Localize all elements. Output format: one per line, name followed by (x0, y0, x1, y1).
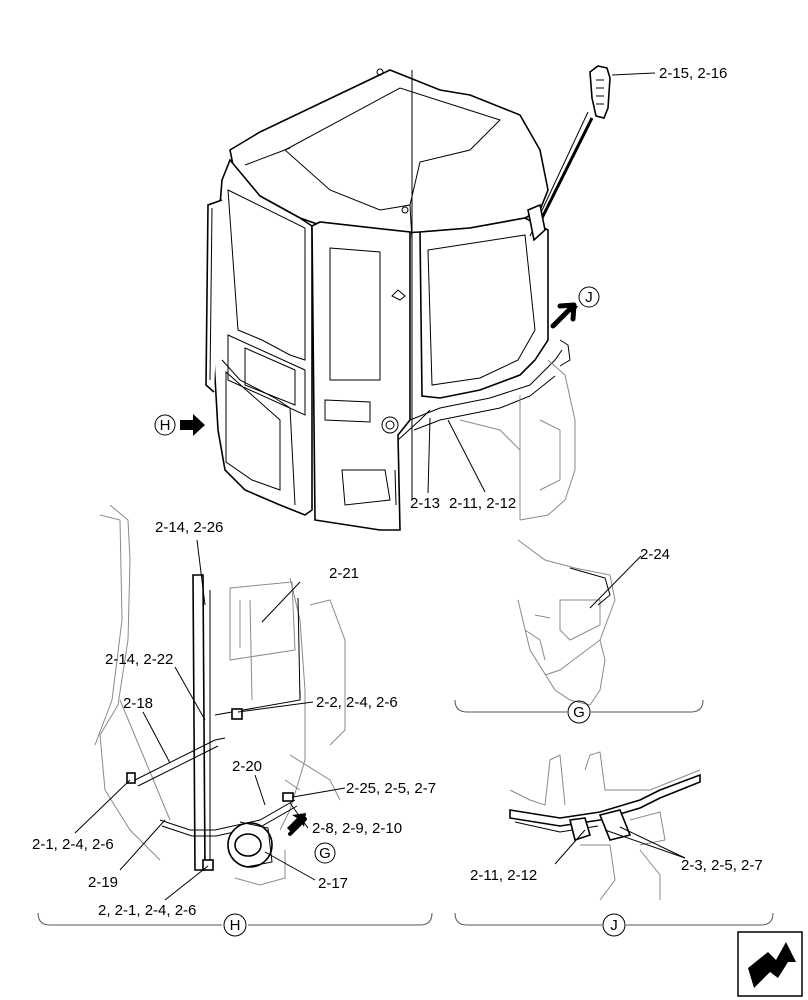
callout-2-14-22: 2-14, 2-22 (105, 651, 173, 668)
svg-text:H: H (160, 417, 171, 434)
view-g-brace: G (454, 699, 704, 724)
callout-2-1: 2-1, 2-4, 2-6 (32, 836, 114, 853)
callout-2-13: 2-13 (410, 495, 440, 512)
door-handle-part (527, 65, 656, 242)
view-h-brace: H (37, 912, 433, 937)
view-h-detail (94, 504, 346, 886)
view-j-brace: J (454, 912, 774, 937)
callout-2-8: 2-8, 2-9, 2-10 (312, 820, 402, 837)
callout-2-11-top: 2-11, 2-12 (449, 495, 516, 512)
callout-2-25: 2-25, 2-5, 2-7 (346, 780, 436, 797)
view-h-leaders (74, 539, 346, 901)
svg-text:H: H (230, 917, 241, 934)
callout-2-18: 2-18 (123, 695, 153, 712)
view-j-detail (509, 751, 701, 901)
callout-2-21: 2-21 (329, 565, 359, 582)
callout-2-2-1: 2, 2-1, 2-4, 2-6 (98, 902, 196, 919)
view-h-indicator: H (154, 414, 205, 436)
callout-2-17: 2-17 (318, 875, 348, 892)
callout-2-15: 2-15, 2-16 (659, 65, 727, 82)
callout-2-24: 2-24 (640, 546, 670, 563)
callout-2-19: 2-19 (88, 874, 118, 891)
next-page-icon[interactable] (737, 931, 803, 997)
view-g-detail (517, 539, 642, 706)
svg-text:J: J (610, 917, 618, 934)
view-g-indicator: G (287, 813, 336, 864)
cab-assembly (205, 68, 576, 531)
callout-2-11-j: 2-11, 2-12 (470, 867, 537, 884)
view-j-indicator: J (550, 286, 600, 329)
svg-text:J: J (585, 289, 593, 306)
callout-2-2: 2-2, 2-4, 2-6 (316, 694, 398, 711)
callout-2-3: 2-3, 2-5, 2-7 (681, 857, 763, 874)
callout-2-14-26: 2-14, 2-26 (155, 519, 223, 536)
callout-2-20: 2-20 (232, 758, 262, 775)
svg-text:G: G (319, 845, 331, 862)
svg-text:G: G (573, 704, 585, 721)
